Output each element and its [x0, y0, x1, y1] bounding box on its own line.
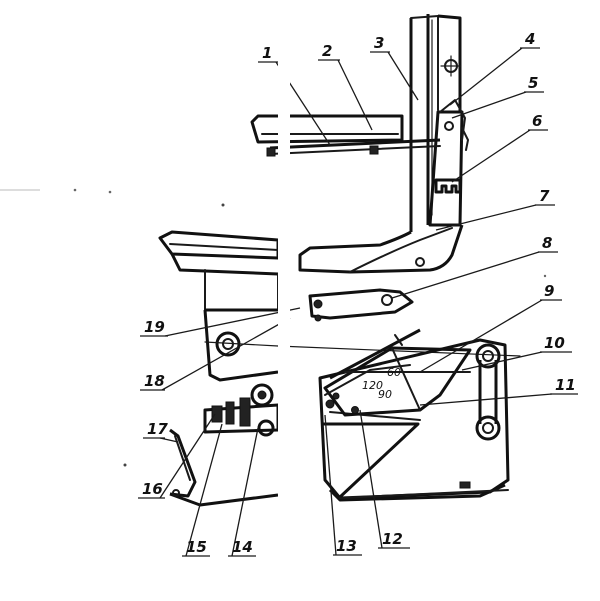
svg-text:3: 3 [374, 34, 384, 52]
svg-text:12: 12 [382, 530, 403, 548]
section-break [278, 0, 290, 601]
callout-13: 13 [324, 414, 362, 556]
angle-sector: 60 90 120 [323, 334, 472, 417]
scale-mark-120: 120 [362, 379, 383, 392]
callout-2: 2 [318, 42, 373, 131]
callout-6: 6 [451, 112, 548, 183]
lower-base [203, 309, 521, 502]
upper-tray [250, 114, 441, 157]
svg-text:14: 14 [232, 538, 253, 556]
callout-9: 9 [419, 282, 562, 373]
callout-10: 10 [461, 334, 572, 371]
svg-text:16: 16 [142, 480, 163, 498]
svg-text:5: 5 [528, 74, 538, 92]
vertical-column [409, 14, 439, 232]
lower-tray [158, 230, 280, 312]
svg-text:6: 6 [532, 112, 542, 130]
scale-mark-90: 90 [378, 388, 392, 401]
callout-7: 7 [435, 187, 555, 231]
svg-text:4: 4 [524, 30, 535, 48]
svg-text:7: 7 [539, 187, 550, 205]
side-support [298, 99, 469, 274]
scale-mark-60: 60 [387, 366, 401, 379]
central-arm [308, 288, 414, 322]
callout-18: 18 [140, 317, 291, 391]
callouts: 1 2 3 4 5 6 7 [138, 30, 578, 557]
svg-text:17: 17 [147, 420, 168, 438]
svg-text:13: 13 [336, 537, 357, 555]
svg-text:11: 11 [555, 376, 576, 394]
scan-marks [0, 188, 547, 467]
gear-mechanism [169, 383, 280, 507]
svg-text:10: 10 [544, 334, 565, 352]
callout-1: 1 [258, 44, 331, 146]
callout-14: 14 [228, 427, 259, 557]
callout-12: 12 [359, 409, 410, 549]
callout-17: 17 [143, 420, 179, 443]
callout-8: 8 [391, 234, 558, 299]
callout-11: 11 [419, 376, 578, 406]
callout-19: 19 [140, 307, 301, 337]
svg-text:15: 15 [186, 538, 207, 556]
svg-text:2: 2 [322, 42, 332, 60]
svg-text:8: 8 [542, 234, 552, 252]
svg-text:19: 19 [144, 318, 165, 336]
callout-16: 16 [138, 413, 216, 499]
callout-4: 4 [449, 30, 540, 106]
svg-text:1: 1 [262, 44, 272, 62]
callout-5: 5 [451, 74, 544, 119]
svg-text:18: 18 [144, 372, 165, 390]
upper-bracket [437, 14, 462, 114]
callout-15: 15 [182, 423, 223, 557]
svg-text:9: 9 [544, 282, 554, 300]
callout-3: 3 [370, 34, 419, 101]
